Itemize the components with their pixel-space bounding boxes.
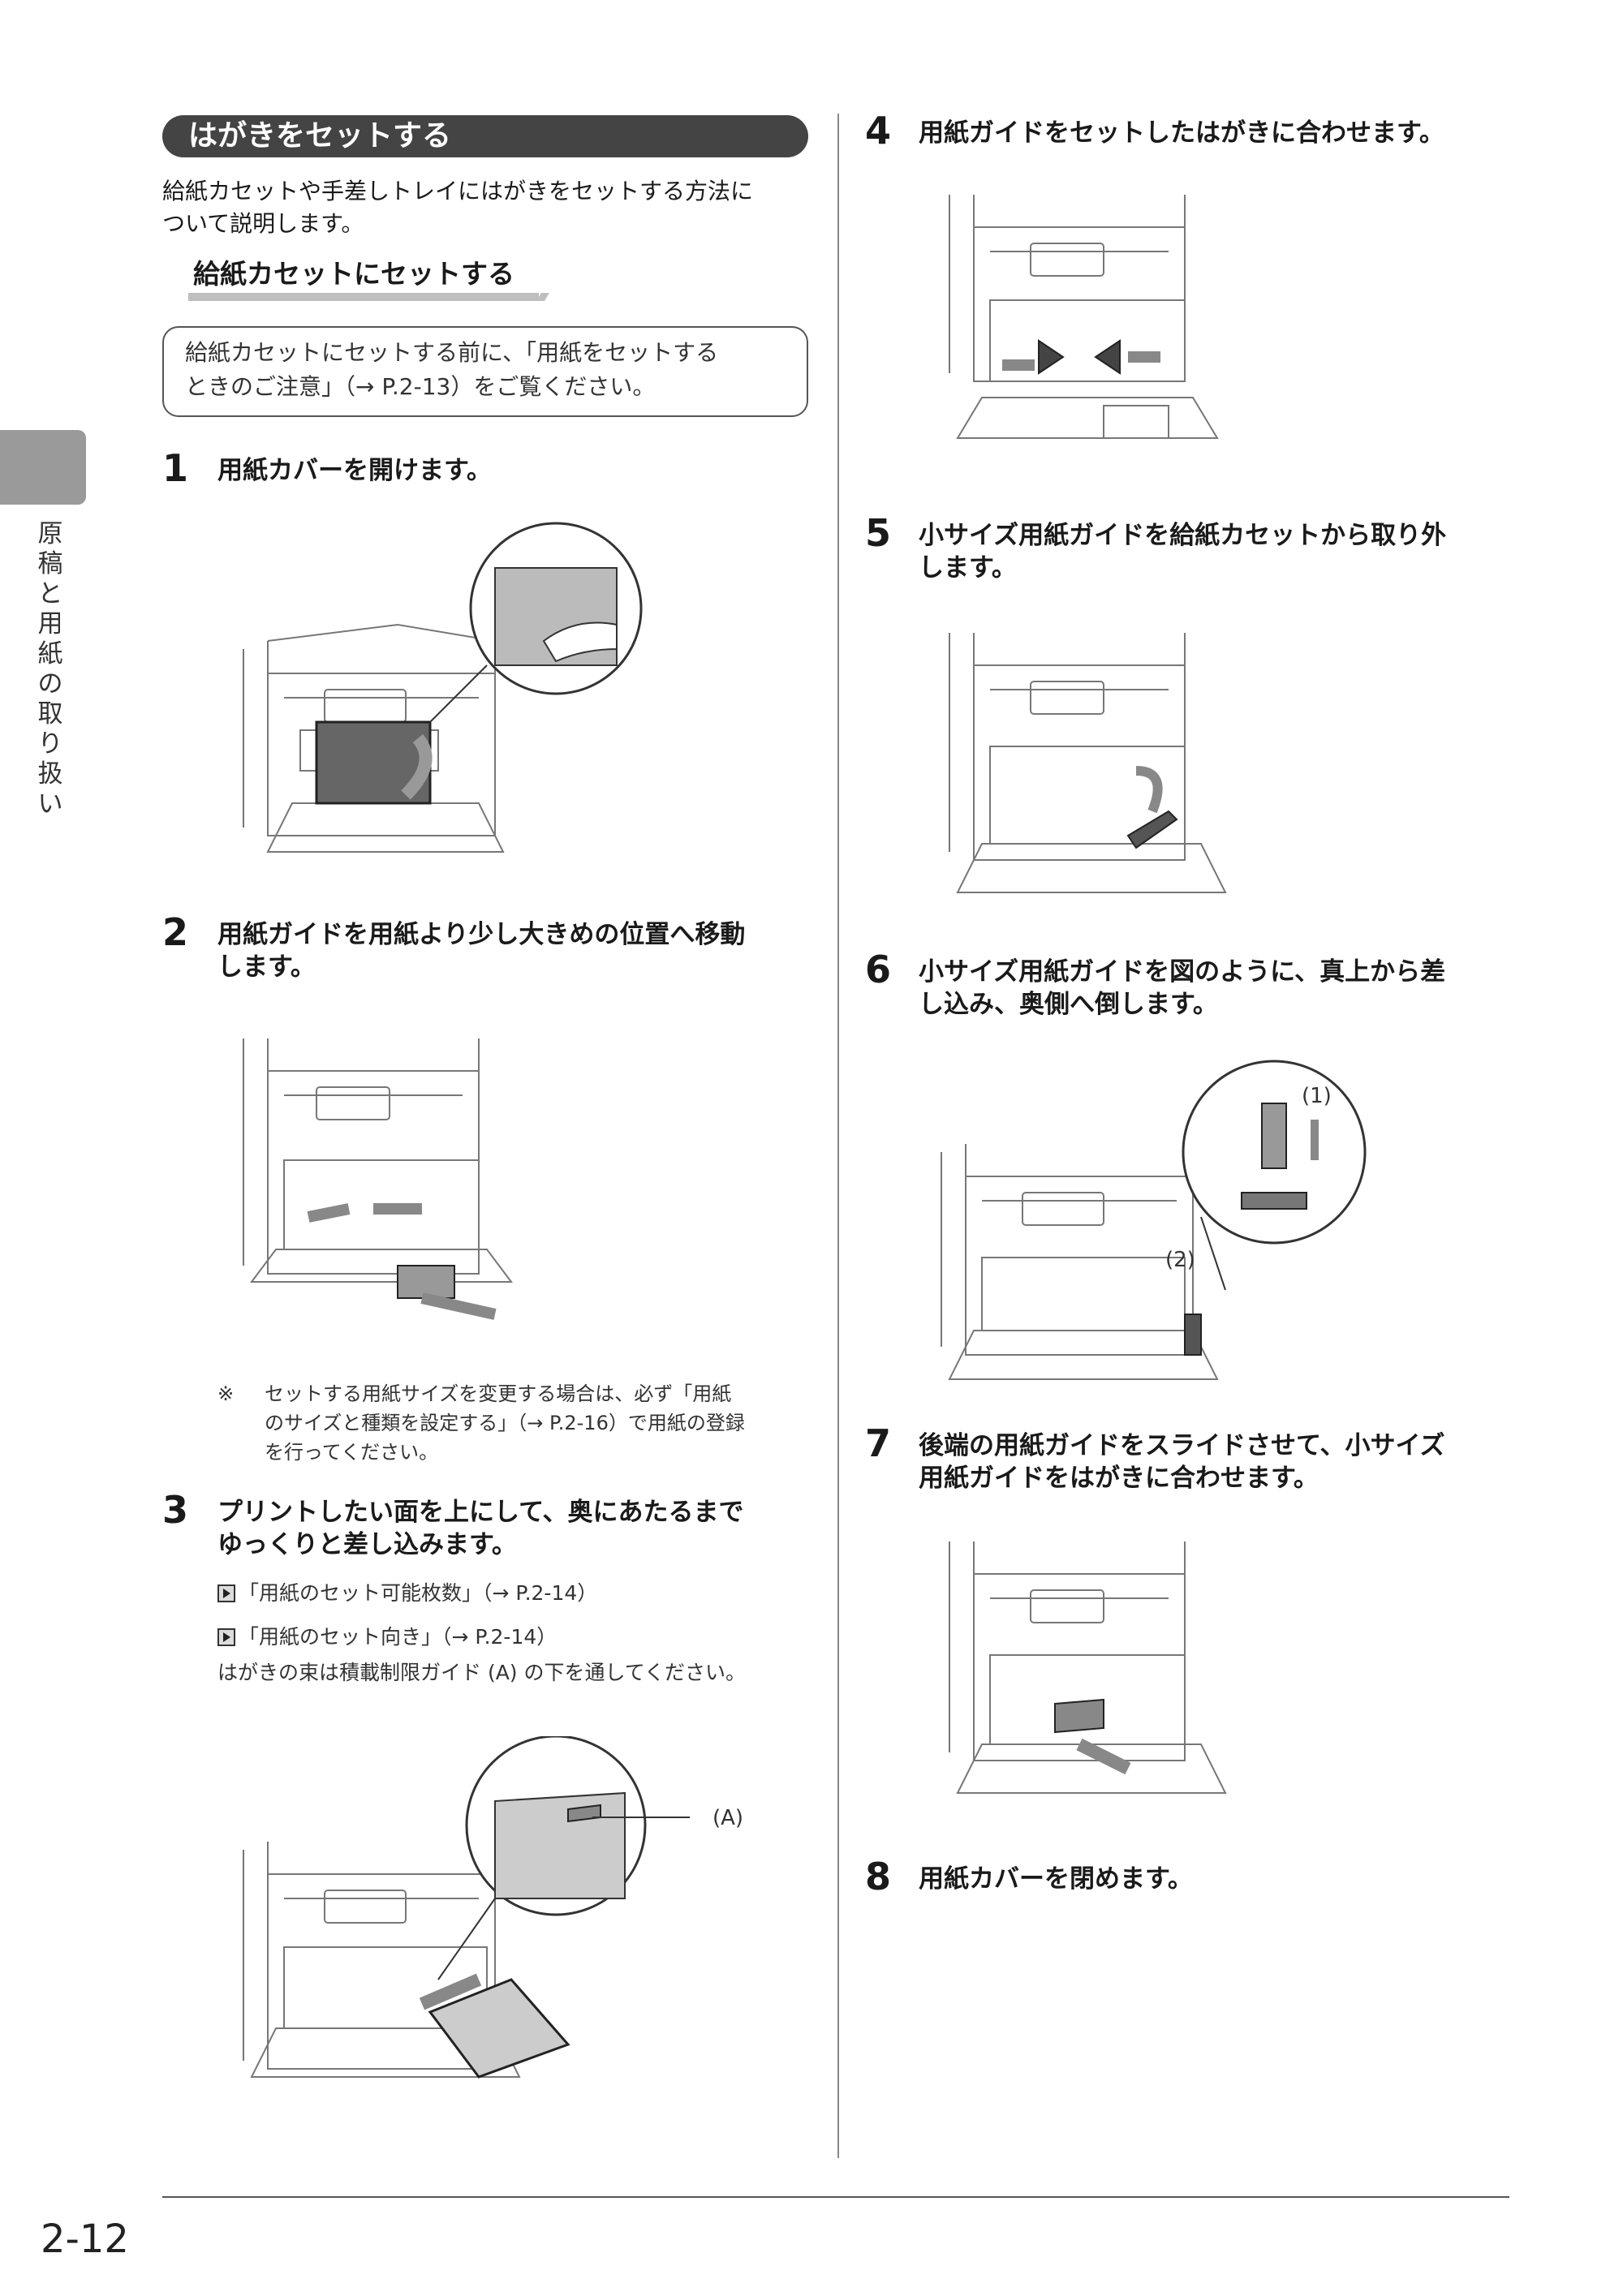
note-line: を行ってください。: [265, 1441, 439, 1464]
illustration-open-cover: [235, 519, 690, 876]
chapter-label-char: 原: [37, 519, 63, 548]
note-line: セットする用紙サイズを変更する場合は、必ず「用紙: [265, 1382, 732, 1405]
step3-instruction: はがきの束は積載制限ガイド (A) の下を通してください。: [217, 1661, 747, 1684]
step-number: 7: [865, 1421, 892, 1465]
chapter-label-char: り: [37, 729, 63, 759]
section-title: はがきをセットする: [162, 115, 808, 157]
step-text: 用紙カバーを開けます。: [217, 456, 492, 485]
page-number: 2-12: [41, 2216, 129, 2262]
step-text: 用紙ガイドをセットしたはがきに合わせます。: [919, 118, 1444, 148]
step-number: 1: [162, 446, 189, 490]
step2-note-mark: ※: [217, 1382, 235, 1405]
step-text-line: 小サイズ用紙ガイドを図のように、真上から差: [919, 957, 1446, 987]
step-text-line: 小サイズ用紙ガイドを給紙カセットから取り外: [919, 521, 1447, 550]
step-text-line: 後端の用紙ガイドをスライドさせて、小サイズ: [919, 1431, 1445, 1460]
intro-line: 給紙カセットや手差しトレイにはがきをセットする方法に: [162, 178, 754, 204]
step-text-line: プリントしたい面を上にして、奥にあたるまで: [217, 1498, 744, 1527]
chapter-label-char: 紙: [37, 639, 63, 669]
step-number: 4: [865, 109, 892, 153]
column-divider: [837, 114, 839, 2158]
illustration-slide-rear-guide: [941, 1533, 1363, 1817]
illustration-remove-small-guide: [941, 625, 1363, 909]
subsection-heading: 給紙カセットにセットする: [193, 258, 514, 290]
caution-note: 給紙カセットにセットする前に、「用紙をセットする ときのご注意」（→ P.2-1…: [162, 326, 808, 417]
step-text-line: ゆっくりと差し込みます。: [217, 1530, 517, 1559]
chapter-label-char: 用: [37, 609, 63, 638]
reference-link-1[interactable]: 「用紙のセット可能枚数」（→ P.2-14）: [217, 1579, 597, 1608]
note-line: ときのご注意」（→ P.2-13）をご覧ください。: [185, 373, 656, 400]
step-text-line: します。: [919, 553, 1017, 583]
step-text-line: 用紙ガイドを用紙より少し大きめの位置へ移動: [217, 920, 746, 949]
intro-line: ついて説明します。: [162, 210, 364, 237]
step-number: 5: [865, 511, 892, 555]
chapter-label-char: い: [37, 789, 63, 819]
chapter-label-char: 扱: [37, 759, 63, 789]
note-line: のサイズと種類を設定する」（→ P.2-16）で用紙の登録: [265, 1412, 745, 1434]
illustration-align-guide: [941, 187, 1363, 495]
step-text: 用紙ガイドを用紙より少し大きめの位置へ移動 します。: [217, 918, 745, 983]
section-intro: 給紙カセットや手差しトレイにはがきをセットする方法に ついて説明します。: [162, 175, 812, 240]
chapter-label: 原 稿 と 用 紙 の 取 り 扱 い: [34, 519, 67, 819]
step-number: 2: [162, 910, 189, 954]
callout-label-2: (2): [1165, 1248, 1195, 1272]
reference-text: 「用紙のセット向き」（→ P.2-14）: [239, 1625, 558, 1649]
step-number: 3: [162, 1488, 189, 1532]
chapter-label-char: 稿: [37, 549, 63, 578]
step-text-line: 用紙ガイドをはがきに合わせます。: [919, 1464, 1319, 1493]
chapter-label-char: 取: [37, 699, 63, 729]
step-text: 小サイズ用紙ガイドを給紙カセットから取り外 します。: [919, 519, 1446, 584]
callout-label-1: (1): [1302, 1084, 1332, 1108]
note-line: 給紙カセットにセットする前に、「用紙をセットする: [185, 339, 719, 366]
step-number: 8: [865, 1855, 892, 1898]
reference-link-2[interactable]: 「用紙のセット向き」（→ P.2-14）: [217, 1623, 557, 1652]
subsection-underline: [188, 293, 539, 301]
step-text-line: します。: [217, 952, 316, 982]
step-text: プリントしたい面を上にして、奥にあたるまで ゆっくりと差し込みます。: [217, 1496, 744, 1561]
callout-label-a: (A): [712, 1806, 744, 1830]
reference-text: 「用紙のセット可能枚数」（→ P.2-14）: [239, 1581, 598, 1605]
illustration-insert-postcards: [235, 1736, 690, 2109]
step-text: 小サイズ用紙ガイドを図のように、真上から差 し込み、奥側へ倒します。: [919, 956, 1445, 1021]
chapter-label-char: の: [37, 669, 63, 699]
link-arrow-icon: [217, 1628, 235, 1646]
illustration-move-guide: [235, 1030, 657, 1339]
illustration-insert-small-guide: [933, 1055, 1388, 1395]
step-text-line: し込み、奥側へ倒します。: [919, 990, 1218, 1019]
step-text: 後端の用紙ガイドをスライドさせて、小サイズ 用紙ガイドをはがきに合わせます。: [919, 1430, 1445, 1494]
chapter-tab: [0, 430, 86, 505]
step2-note: セットする用紙サイズを変更する場合は、必ず「用紙 のサイズと種類を設定する」（→…: [265, 1379, 816, 1467]
step-text: 用紙カバーを閉めます。: [919, 1864, 1193, 1894]
step-number: 6: [865, 948, 892, 991]
footer-rule: [162, 2196, 1509, 2198]
chapter-label-char: と: [37, 579, 63, 608]
link-arrow-icon: [217, 1584, 235, 1602]
